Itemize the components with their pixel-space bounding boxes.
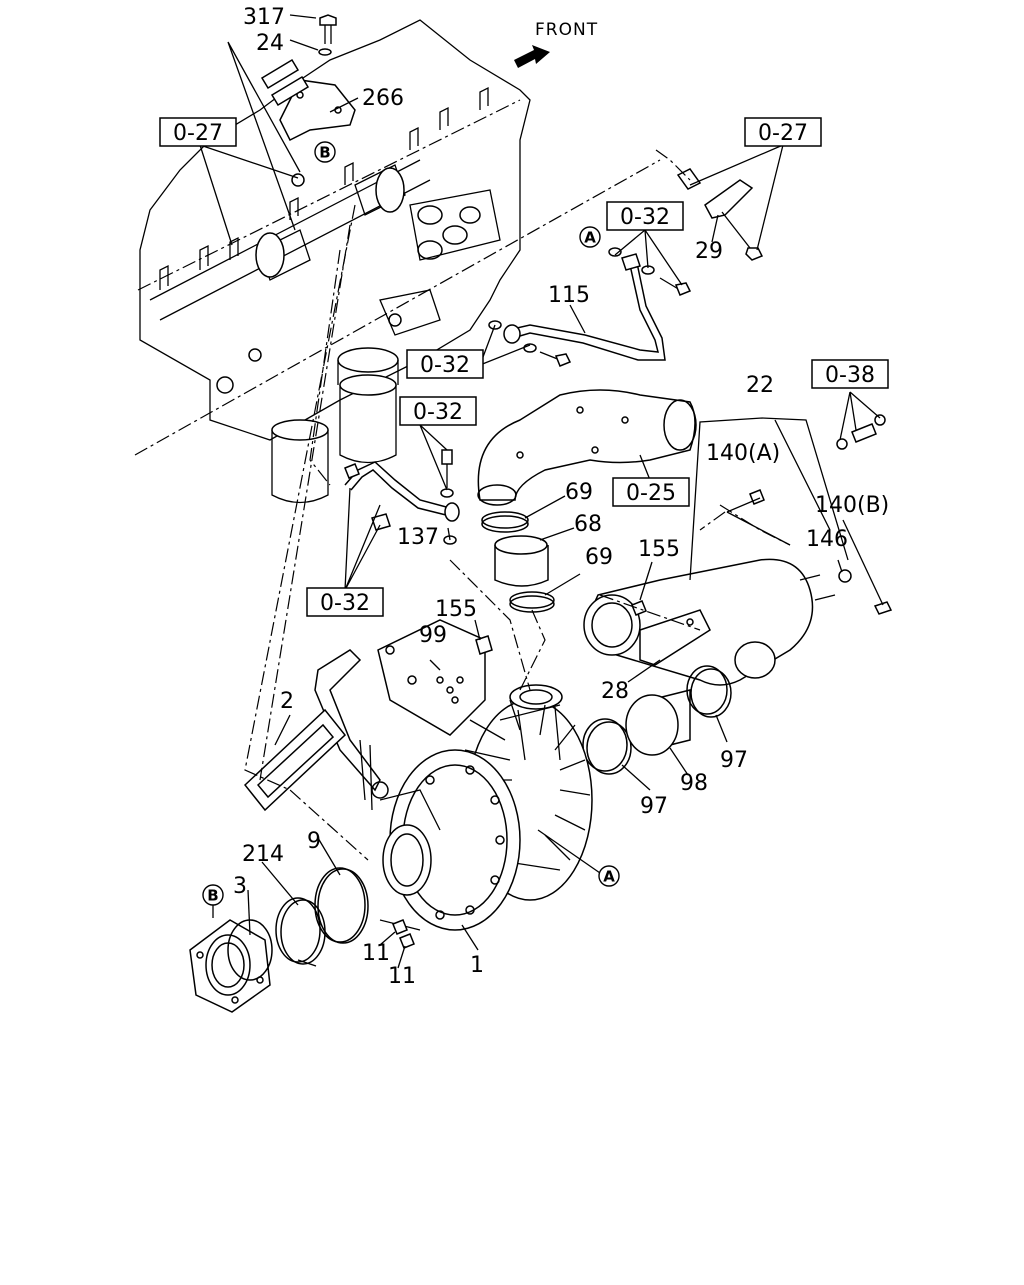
outlet-pipe-22 xyxy=(583,414,893,686)
circle-ref-label: B xyxy=(319,144,330,162)
part-label: 9 xyxy=(307,829,321,854)
part-label: 3 xyxy=(233,874,247,899)
ref-box-0-27-right xyxy=(744,117,822,147)
ref-box-0-27-left xyxy=(159,117,237,147)
part-label: 11 xyxy=(362,941,390,966)
pipe-115 xyxy=(488,247,692,367)
ref-label: 0-38 xyxy=(825,363,875,388)
ref-box-0-32-pipe xyxy=(606,201,684,231)
circle-ref-a-icon xyxy=(598,865,620,887)
circle-ref-a-icon xyxy=(579,226,601,248)
ref-label: 0-32 xyxy=(620,205,670,230)
circle-ref-label: A xyxy=(603,868,615,886)
part-label: 155 xyxy=(638,537,680,562)
ref-box-0-38 xyxy=(811,359,889,389)
part-label: 28 xyxy=(601,679,629,704)
front-indicator: FRONT xyxy=(514,20,598,68)
part-label: 140(B) xyxy=(815,493,889,518)
part-label: 214 xyxy=(242,842,284,867)
cylinder-head-assembly xyxy=(134,19,661,504)
part-label: 140(A) xyxy=(706,441,780,466)
ref-box-0-32-mid xyxy=(406,349,484,379)
part-label: 29 xyxy=(695,239,723,264)
circle-ref-b-icon xyxy=(314,141,336,163)
part-label: 266 xyxy=(362,86,404,111)
circle-ref-b-icon xyxy=(202,884,224,906)
inlet-elbow xyxy=(477,389,697,506)
part-label: 146 xyxy=(806,527,848,552)
part-number-labels: 317 24 266 29 115 22 140(A) 140(B) 146 6… xyxy=(233,5,889,989)
ref-box-0-25 xyxy=(612,477,690,507)
hose-and-clamps-97-98 xyxy=(582,665,732,775)
part-label: 155 xyxy=(435,597,477,622)
circle-ref-label: A xyxy=(584,229,596,247)
ref-label: 0-27 xyxy=(758,121,808,146)
part-label: 115 xyxy=(548,283,590,308)
part-label: 24 xyxy=(256,31,284,56)
part-label: 99 xyxy=(419,623,447,648)
front-arrow-icon xyxy=(514,45,550,68)
gasket-2 xyxy=(243,708,347,812)
front-label: FRONT xyxy=(535,20,598,40)
part-label: 68 xyxy=(574,512,602,537)
turbocharger-1 xyxy=(314,619,593,949)
flange-3-and-rings xyxy=(189,867,369,1013)
pipe-137 xyxy=(344,449,460,545)
part-label: 1 xyxy=(470,953,484,978)
part-label: 317 xyxy=(243,5,285,30)
hose-and-clamps-68-69 xyxy=(481,511,555,613)
part-label: 69 xyxy=(565,480,593,505)
part-label: 69 xyxy=(585,545,613,570)
circle-references: B A A B xyxy=(202,141,620,906)
ref-box-0-32-upper xyxy=(399,396,477,426)
bracket-266 xyxy=(260,14,356,142)
ref-label: 0-32 xyxy=(413,400,463,425)
part-label: 137 xyxy=(397,525,439,550)
leader-lines xyxy=(199,14,884,969)
ref-label: 0-27 xyxy=(173,121,223,146)
part-label: 97 xyxy=(720,748,748,773)
part-label: 11 xyxy=(388,964,416,989)
reference-boxes: 0-27 0-27 0-32 0-32 0-32 0-32 0-38 0-25 xyxy=(159,117,889,617)
ref-label: 0-32 xyxy=(420,353,470,378)
part-label: 98 xyxy=(680,771,708,796)
part-label: 22 xyxy=(746,373,774,398)
ref-box-0-32-lower xyxy=(306,587,384,617)
part-label: 2 xyxy=(280,689,294,714)
ref-label: 0-25 xyxy=(626,481,676,506)
part-label: 97 xyxy=(640,794,668,819)
circle-ref-label: B xyxy=(207,887,218,905)
ref-label: 0-32 xyxy=(320,591,370,616)
